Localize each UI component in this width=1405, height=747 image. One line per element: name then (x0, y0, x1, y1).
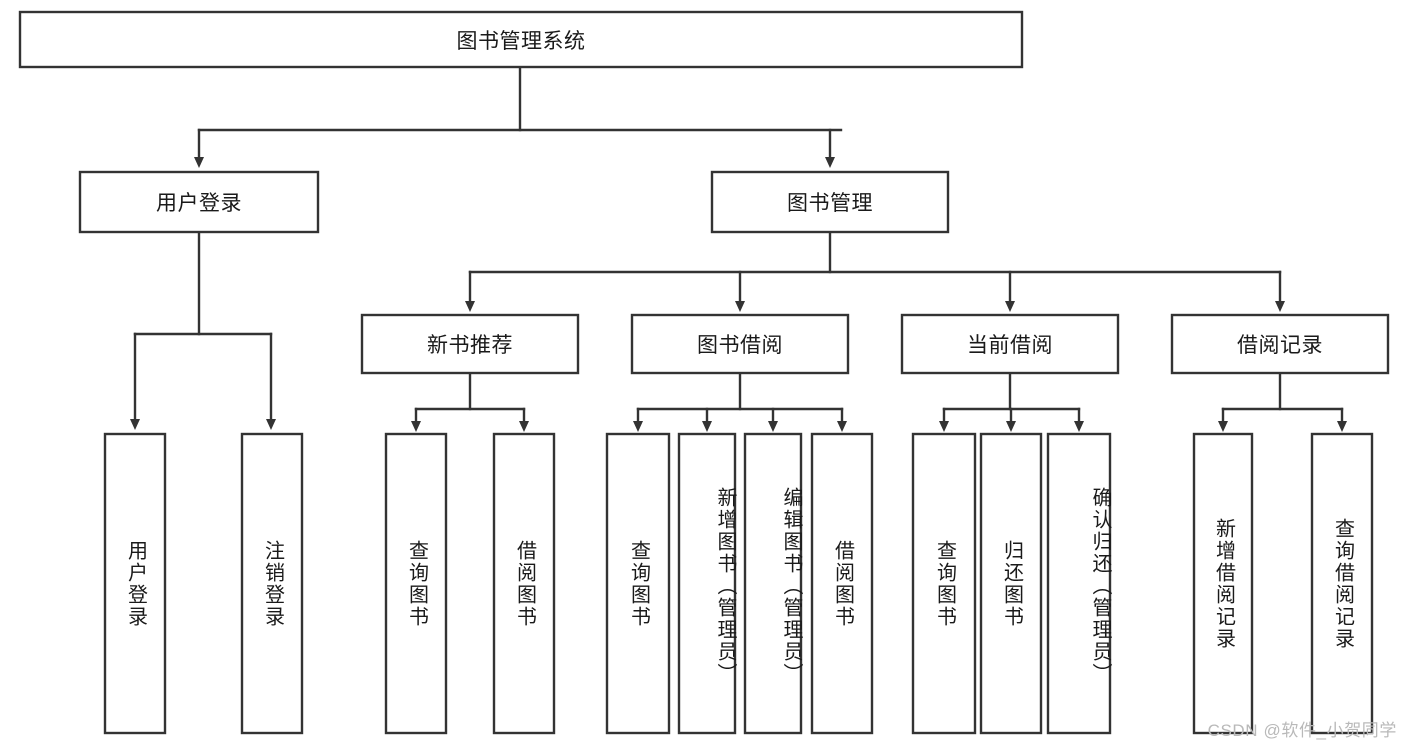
connector-userlogin-to-leaves (130, 230, 276, 430)
node-box-leaf-return-book[interactable] (979, 432, 1043, 735)
node-box-leaf-borrow-book-2[interactable] (810, 432, 874, 735)
node-box-leaf-query-book-2[interactable] (605, 432, 671, 735)
node-box-leaf-edit-book[interactable] (743, 432, 803, 735)
node-box-book-management[interactable] (710, 170, 950, 234)
node-box-leaf-add-book[interactable] (677, 432, 737, 735)
connector-bookborrow-to-leaves (633, 371, 847, 432)
connector-root-to-level2 (194, 65, 843, 168)
node-box-current-borrow[interactable] (900, 313, 1120, 375)
node-box-leaf-query-book-1[interactable] (384, 432, 448, 735)
connector-currentborrow-to-leaves (939, 371, 1084, 432)
connector-borrowrecord-to-leaves (1218, 371, 1347, 432)
node-box-root[interactable] (18, 10, 1024, 69)
node-box-leaf-borrow-book-1[interactable] (492, 432, 556, 735)
node-box-leaf-confirm-return[interactable] (1046, 432, 1112, 735)
node-box-leaf-logout[interactable] (240, 432, 304, 735)
node-box-leaf-add-record[interactable] (1192, 432, 1254, 735)
node-box-leaf-query-record[interactable] (1310, 432, 1374, 735)
node-box-book-borrow[interactable] (630, 313, 850, 375)
node-box-user-login[interactable] (78, 170, 320, 234)
node-box-leaf-query-book-3[interactable] (911, 432, 977, 735)
connector-bookmgmt-to-level3 (465, 230, 1285, 312)
connector-newbook-to-leaves (411, 371, 529, 432)
node-box-new-book-recommend[interactable] (360, 313, 580, 375)
node-box-leaf-user-login[interactable] (103, 432, 167, 735)
csdn-watermark: CSDN @软件_小贺同学 (1207, 721, 1397, 740)
node-box-borrow-record[interactable] (1170, 313, 1390, 375)
